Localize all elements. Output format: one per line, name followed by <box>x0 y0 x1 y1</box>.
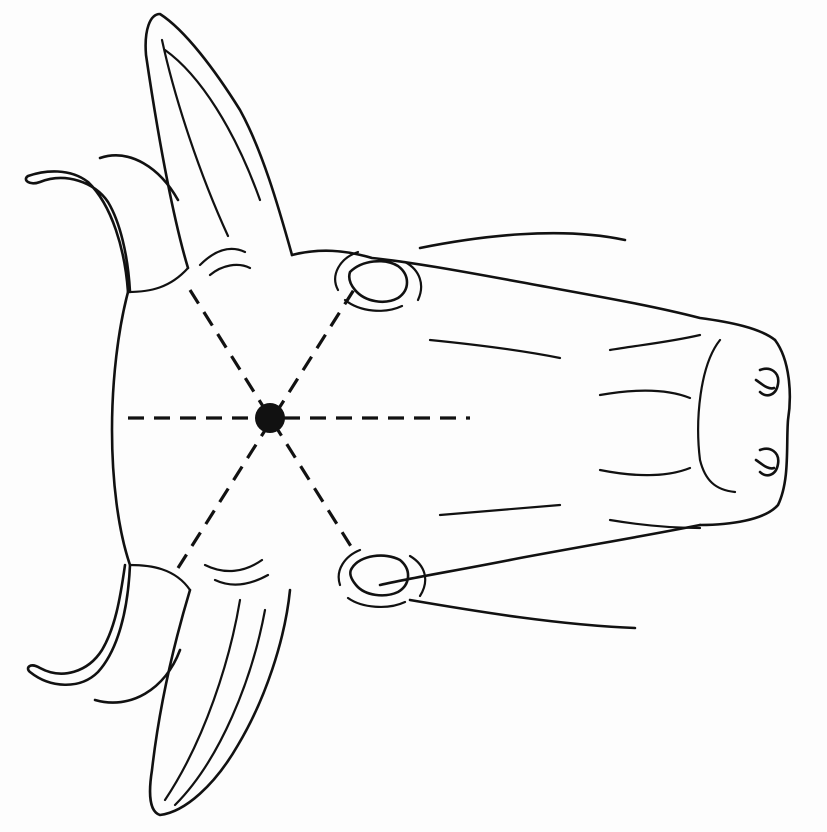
face-wrinkle-3 <box>440 505 560 515</box>
upper-ear-folds <box>200 249 250 275</box>
target-point <box>255 403 285 433</box>
upper-ear-inner <box>162 40 260 236</box>
bottom-skin-fold <box>410 600 635 628</box>
cow-head-outline <box>26 14 790 815</box>
poll-edge <box>112 292 130 565</box>
upper-nostril <box>756 369 778 396</box>
guide-lines <box>128 288 470 568</box>
bottom-face-edge <box>380 525 700 585</box>
face-wrinkle-1 <box>430 340 560 358</box>
face-wrinkle-2 <box>610 335 700 350</box>
top-skin-fold <box>420 233 625 248</box>
poll-bottom-fold <box>130 565 190 590</box>
lower-horn <box>28 565 130 685</box>
face-wrinkle-6 <box>600 468 690 475</box>
lower-nostril <box>756 449 778 476</box>
muzzle-inner-curve <box>698 340 735 492</box>
lower-ear-inner <box>165 600 265 805</box>
lower-ear <box>150 590 290 815</box>
upper-horn <box>26 171 130 292</box>
face-wrinkle-5 <box>600 391 690 398</box>
upper-eye <box>349 261 407 302</box>
lower-eye <box>350 556 408 596</box>
lower-ear-folds <box>205 560 268 585</box>
face-wrinkle-4 <box>610 520 700 528</box>
muzzle <box>700 340 790 525</box>
poll-top-fold <box>128 268 188 292</box>
